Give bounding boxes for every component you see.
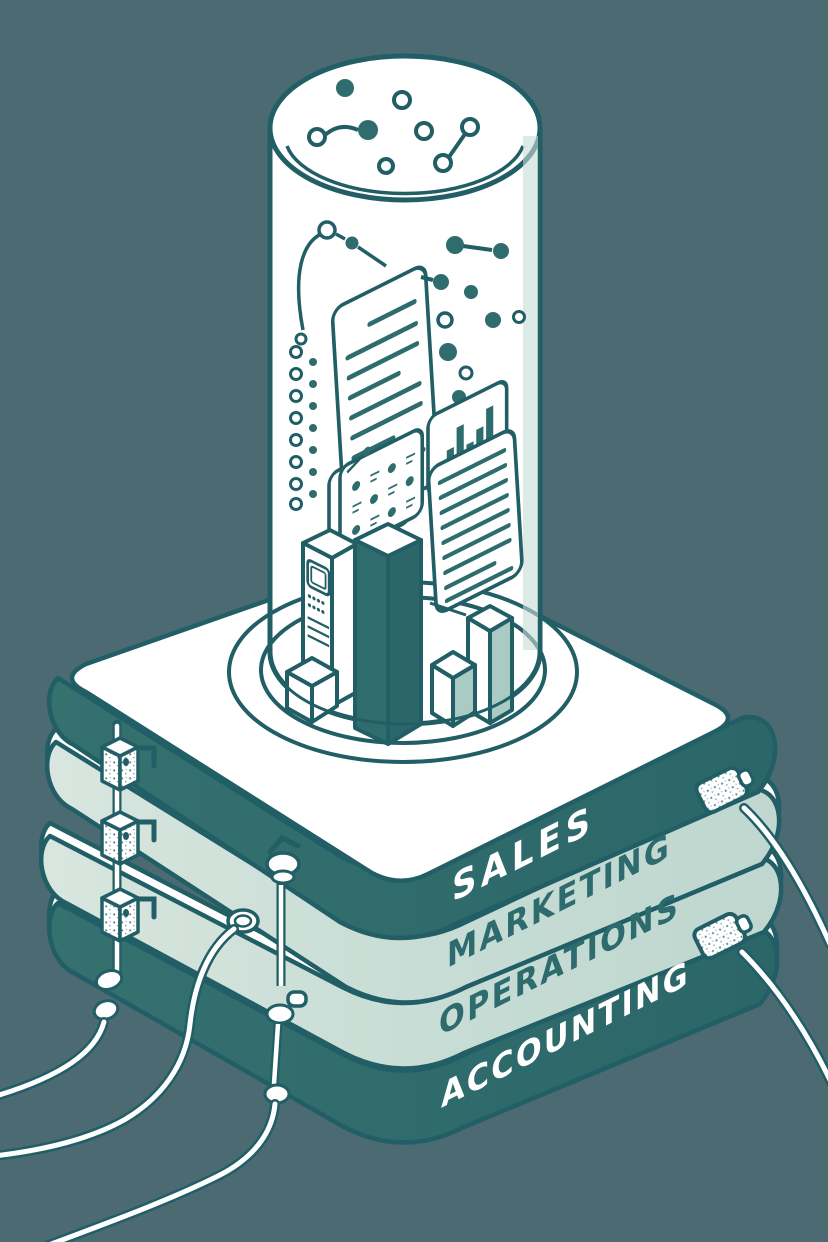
front-hook	[267, 834, 301, 855]
dotted-columns	[289, 345, 317, 511]
data-towers	[285, 522, 514, 746]
cable-port-lead	[0, 926, 237, 1158]
dome-top-inner-rim	[285, 145, 525, 196]
cable-left	[0, 1019, 107, 1098]
plug-nose	[734, 914, 753, 934]
cable-front	[49, 1101, 278, 1242]
connector-block	[100, 736, 140, 792]
plug-accounting	[692, 911, 753, 961]
pillar-connector-line	[429, 601, 467, 617]
server-face-details	[306, 559, 331, 648]
report-document	[426, 429, 524, 613]
right-plugs	[692, 765, 828, 1087]
plug-marketing	[694, 765, 755, 815]
plug-nose	[736, 768, 755, 788]
server-screen	[306, 559, 331, 597]
cable-right-upper	[741, 805, 828, 946]
cable-right-lower	[739, 949, 828, 1082]
left-connector-chain	[0, 719, 157, 1100]
cable-coupling	[94, 969, 124, 991]
data-pillar-short	[430, 650, 477, 728]
front-cable-assembly	[0, 834, 308, 1242]
chip-dot-grid	[352, 463, 414, 535]
connector-block	[100, 887, 140, 943]
network-node-chain	[294, 220, 387, 346]
data-tower	[353, 522, 423, 746]
cable-coupling	[265, 1003, 295, 1025]
mount-hooks	[133, 745, 157, 920]
chip-glyphs	[352, 452, 416, 527]
connector-block	[100, 810, 140, 866]
data-cube	[285, 656, 339, 724]
cable-coupling	[92, 999, 120, 1021]
dome-base-rim	[268, 651, 542, 726]
dome-top-rim	[267, 53, 543, 203]
d-ring-clip	[286, 990, 308, 1008]
glass-highlight	[523, 136, 538, 650]
scatter-dots	[307, 79, 480, 175]
grommet-base	[270, 869, 296, 885]
connector-blocks	[100, 736, 140, 943]
server-buttons	[307, 594, 325, 614]
report-text-lines	[437, 447, 514, 604]
dome-contents	[289, 136, 538, 650]
